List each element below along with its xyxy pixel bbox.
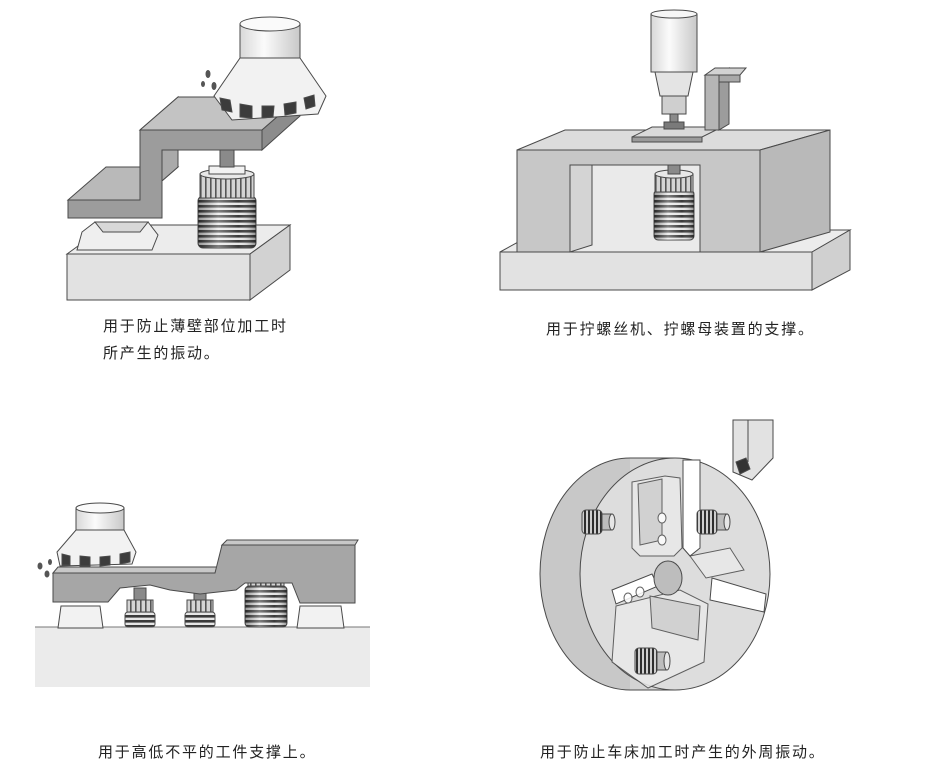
support-nut-face [724, 514, 730, 530]
coolant-droplet [211, 82, 217, 90]
base-block [35, 627, 370, 687]
workpiece-top-strip [222, 540, 358, 545]
jack-nut [127, 600, 153, 612]
jack-plunger [220, 150, 234, 167]
support-spring [697, 510, 717, 534]
work-support-jack [654, 158, 694, 240]
spring-support-assembly [697, 510, 730, 534]
cutter-insert [284, 102, 296, 115]
jack-bellows-shading [245, 586, 287, 627]
milling-cutter [214, 17, 326, 120]
lathe-tool-holder [733, 420, 773, 480]
support-spring [582, 510, 602, 534]
base-front-face [67, 254, 250, 300]
uneven-workpiece [53, 545, 355, 603]
caption-line: 所产生的振动。 [103, 344, 221, 362]
jaw-step [638, 479, 662, 545]
illustration-lathe-chuck-support [540, 420, 773, 690]
milling-cutter [57, 503, 136, 566]
support-foot-left [58, 606, 103, 628]
cutter-insert [262, 106, 274, 118]
cutter-insert [100, 556, 110, 566]
caption-line: 用于拧螺丝机、拧螺母装置的支撑。 [546, 320, 815, 338]
caption-thin-wall-support: 用于防止薄壁部位加工时 所产生的振动。 [103, 313, 288, 367]
work-support-jack [185, 590, 215, 627]
cutting-insert [736, 458, 750, 474]
jack-bellows [185, 612, 215, 627]
jack-plunger [134, 588, 146, 600]
cutter-insert [220, 98, 232, 112]
workpiece-front-profile [68, 130, 262, 218]
coolant-droplet [205, 70, 211, 78]
frame-opening-side [570, 158, 592, 252]
jaw-hole [658, 535, 666, 545]
coolant-droplet [201, 81, 205, 87]
bracket-flange-front [719, 75, 740, 82]
bracket-upright [705, 75, 719, 130]
workpiece-top-strip [53, 567, 218, 573]
l-bracket [705, 68, 746, 130]
chuck-jaw [632, 476, 682, 556]
spindle-taper [655, 72, 693, 96]
cutter-insert [240, 104, 252, 118]
screw-head [664, 122, 684, 129]
jack-bellows [125, 612, 155, 627]
illustration-screwdriver-support [500, 10, 850, 290]
spring-support-assembly [582, 510, 615, 534]
chuck-center-bore [654, 561, 682, 595]
chuck-slot [683, 460, 700, 556]
caption-line: 用于高低不平的工件支撑上。 [98, 743, 317, 761]
cutter-spindle-top [76, 503, 124, 513]
caption-line: 用于防止车床加工时产生的外周振动。 [540, 743, 826, 761]
frame-side-face [760, 130, 830, 252]
jaw-step [650, 596, 700, 640]
jack-bellows-shading [198, 196, 256, 248]
coolant-droplet [48, 559, 52, 565]
illustration-uneven-workpiece-support [35, 503, 370, 687]
cutter-insert [120, 552, 130, 564]
cutter-insert [304, 95, 315, 109]
spindle-body [651, 14, 697, 72]
cutter-insert [80, 556, 90, 566]
work-support-jack [125, 588, 155, 627]
chuck-jaw [690, 548, 744, 578]
jaw-hole [624, 593, 632, 603]
frame-front-face [517, 150, 760, 252]
chuck-slot [710, 578, 766, 612]
spindle-top [651, 10, 697, 18]
support-spring [635, 648, 657, 674]
support-nut-face [664, 652, 670, 670]
v-block-notch [95, 222, 148, 232]
mounting-plate-front [632, 137, 702, 142]
coolant-droplet [44, 570, 50, 578]
jack-bellows-shading [654, 190, 694, 240]
support-foot-right [297, 606, 344, 628]
jaw-hole [658, 513, 666, 523]
base-side-face [812, 230, 850, 290]
bracket-flange-top [705, 68, 746, 75]
caption-screwdriver-support: 用于拧螺丝机、拧螺母装置的支撑。 [546, 316, 815, 343]
caption-line: 用于防止薄壁部位加工时 [103, 317, 288, 335]
cutter-insert [62, 554, 70, 565]
illustration-thin-wall-support [67, 17, 326, 300]
jaw-hole [636, 587, 644, 597]
screwdriver-spindle [651, 10, 697, 129]
coolant-droplet [37, 562, 43, 570]
base-front-face [500, 252, 812, 290]
jack-nut [187, 600, 213, 612]
jaw-body [690, 548, 744, 578]
work-support-jack [198, 150, 256, 248]
spring-support-assembly [635, 648, 670, 674]
caption-lathe-chuck-support: 用于防止车床加工时产生的外周振动。 [540, 739, 826, 766]
caption-uneven-workpiece-support: 用于高低不平的工件支撑上。 [98, 739, 316, 766]
cutter-spindle-top [240, 17, 300, 31]
cutter-head [57, 530, 136, 566]
base-side-face [250, 225, 290, 300]
support-nut-face [609, 514, 615, 530]
spindle-chuck [662, 96, 686, 114]
